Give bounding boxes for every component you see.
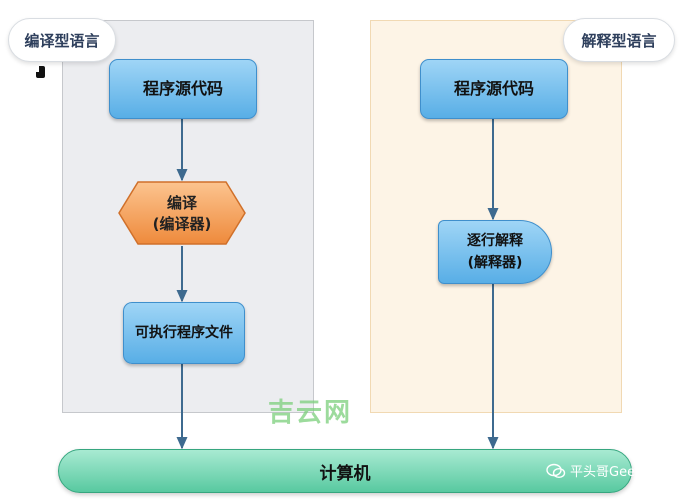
compiled-source-code-box: 程序源代码 (109, 59, 257, 119)
interpreted-source-code-label: 程序源代码 (453, 79, 534, 98)
interpreter-label: (解释器) (467, 255, 523, 271)
executable-file-box: 可执行程序文件 (123, 302, 245, 364)
interpret-step-label: 逐行解释 (467, 233, 523, 249)
compiled-language-title: 编译型语言 (8, 18, 116, 62)
compile-step-label: 编译 (166, 194, 197, 212)
interpret-step-box: 逐行解释 (解释器) (438, 220, 552, 284)
account-signature: 平头哥GeeK (546, 461, 644, 480)
interpreted-source-code-box: 程序源代码 (420, 59, 568, 119)
computer-label: 计算机 (319, 463, 371, 484)
compile-step-hexagon: 编译 (编译器) (118, 181, 246, 245)
wechat-icon (546, 463, 566, 478)
compiled-source-code-label: 程序源代码 (142, 79, 223, 98)
computer-target-bar: 计算机 (58, 449, 632, 493)
site-watermark: 吉云网 (268, 398, 353, 428)
compiler-label: (编译器) (152, 215, 212, 233)
account-name: 平头哥GeeK (570, 465, 644, 480)
interpreted-language-title: 解释型语言 (563, 18, 675, 62)
corner-marker-icon (36, 66, 46, 86)
executable-file-label: 可执行程序文件 (135, 325, 233, 341)
